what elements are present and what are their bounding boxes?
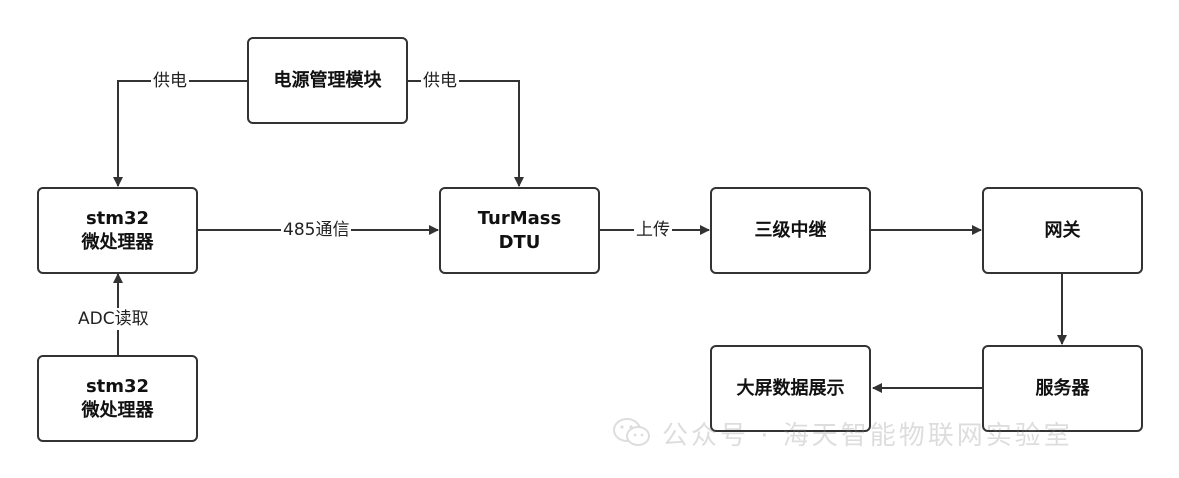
display-label: 大屏数据展示 (736, 377, 845, 399)
server-node: 服务器 (982, 345, 1143, 432)
dtu-line-2: DTU (498, 231, 541, 253)
power-management-label: 电源管理模块 (273, 69, 382, 91)
edge-label-upload: 上传 (634, 219, 672, 241)
display-node: 大屏数据展示 (710, 345, 871, 432)
wechat-icon (613, 418, 650, 446)
relay-node: 三级中继 (710, 187, 871, 274)
mcu-bottom-line-1: stm32 (85, 376, 150, 398)
mcu-node-bottom: stm32 微处理器 (37, 355, 198, 442)
edge-label-supply-right: 供电 (421, 70, 459, 92)
mcu-node-top: stm32 微处理器 (37, 187, 198, 274)
watermark-text: 公众号 · 海天智能物联网实验室 (662, 420, 1073, 451)
edge-power-to-dtu (407, 80, 524, 187)
mcu-top-line-1: stm32 (85, 208, 150, 230)
dtu-node: TurMass DTU (439, 187, 600, 274)
server-label: 服务器 (1035, 377, 1090, 399)
mcu-top-line-2: 微处理器 (81, 231, 154, 253)
watermark: 公众号 · 海天智能物联网实验室 (612, 416, 1073, 451)
edge-label-supply-left: 供电 (151, 70, 189, 92)
gateway-node: 网关 (982, 187, 1143, 274)
gateway-label: 网关 (1044, 219, 1081, 241)
edge-label-485: 485通信 (281, 219, 352, 241)
relay-label: 三级中继 (754, 219, 827, 241)
edge-power-to-mcu (113, 80, 248, 187)
power-management-node: 电源管理模块 (247, 37, 408, 124)
edge-label-adc: ADC读取 (76, 308, 151, 330)
mcu-bottom-line-2: 微处理器 (81, 399, 154, 421)
dtu-line-1: TurMass (477, 208, 562, 230)
